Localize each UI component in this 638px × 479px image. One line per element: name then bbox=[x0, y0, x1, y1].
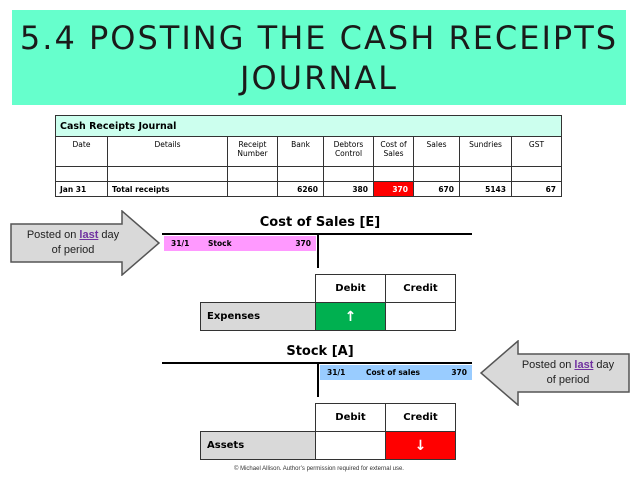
left-arrow-callout bbox=[10, 210, 160, 276]
stock-effect-table: Debit Credit Assets ↓ bbox=[200, 403, 456, 460]
journal-blank-row bbox=[55, 166, 562, 182]
journal-header-row: Date Details Receipt Number Bank Debtors… bbox=[55, 136, 562, 167]
col-header: Details bbox=[107, 136, 228, 167]
journal-total-row: Jan 31 Total receipts 6260 380 370 670 5… bbox=[55, 181, 562, 197]
credit-header: Credit bbox=[385, 403, 456, 432]
cell bbox=[227, 181, 278, 197]
assets-label: Assets bbox=[200, 431, 316, 460]
debit-header: Debit bbox=[315, 403, 386, 432]
slide-title: 5.4 POSTING THE CASH RECEIPTS JOURNAL bbox=[12, 18, 626, 98]
cell: 67 bbox=[511, 181, 562, 197]
decrease-arrow-icon: ↓ bbox=[385, 431, 456, 460]
journal-title: Cash Receipts Journal bbox=[55, 115, 562, 137]
stock-entry: 31/1 Cost of sales 370 bbox=[320, 365, 472, 380]
credit-cell bbox=[385, 302, 456, 331]
right-arrow-text: Posted on last day of period bbox=[521, 359, 615, 386]
col-header: Cost of Sales bbox=[373, 136, 414, 167]
debit-header: Debit bbox=[315, 274, 386, 303]
left-arrow-text: Posted on last day of period bbox=[26, 229, 120, 256]
cost-of-sales-title: Cost of Sales [E] bbox=[259, 215, 381, 230]
slide-title-line1: 5.4 POSTING THE CASH RECEIPTS bbox=[19, 19, 619, 57]
cell: 380 bbox=[323, 181, 374, 197]
col-header: Debtors Control bbox=[323, 136, 374, 167]
stock-title: Stock [A] bbox=[286, 344, 354, 359]
cell: 6260 bbox=[277, 181, 324, 197]
col-header: Date bbox=[55, 136, 108, 167]
col-header: GST bbox=[511, 136, 562, 167]
cash-receipts-journal: Cash Receipts Journal Date Details Recei… bbox=[55, 115, 562, 197]
col-header: Bank bbox=[277, 136, 324, 167]
expenses-label: Expenses bbox=[200, 302, 316, 331]
title-band bbox=[12, 10, 626, 105]
cell: 670 bbox=[413, 181, 460, 197]
cell: 5143 bbox=[459, 181, 512, 197]
increase-arrow-icon: ↑ bbox=[315, 302, 386, 331]
right-arrow-callout bbox=[480, 340, 630, 406]
t-account-divider bbox=[317, 362, 319, 397]
col-header: Receipt Number bbox=[227, 136, 278, 167]
slide-title-line2: JOURNAL bbox=[240, 59, 398, 97]
col-header: Sundries bbox=[459, 136, 512, 167]
t-account-divider bbox=[317, 233, 319, 268]
cell: Jan 31 bbox=[55, 181, 108, 197]
cost-of-sales-effect-table: Debit Credit Expenses ↑ bbox=[200, 274, 456, 331]
cell: Total receipts bbox=[107, 181, 228, 197]
cost-of-sales-total-cell: 370 bbox=[373, 181, 414, 197]
cost-of-sales-entry: 31/1 Stock 370 bbox=[164, 236, 316, 251]
col-header: Sales bbox=[413, 136, 460, 167]
credit-header: Credit bbox=[385, 274, 456, 303]
copyright-notice: © Michael Allison. Author’s permission r… bbox=[234, 466, 404, 472]
debit-cell bbox=[315, 431, 386, 460]
